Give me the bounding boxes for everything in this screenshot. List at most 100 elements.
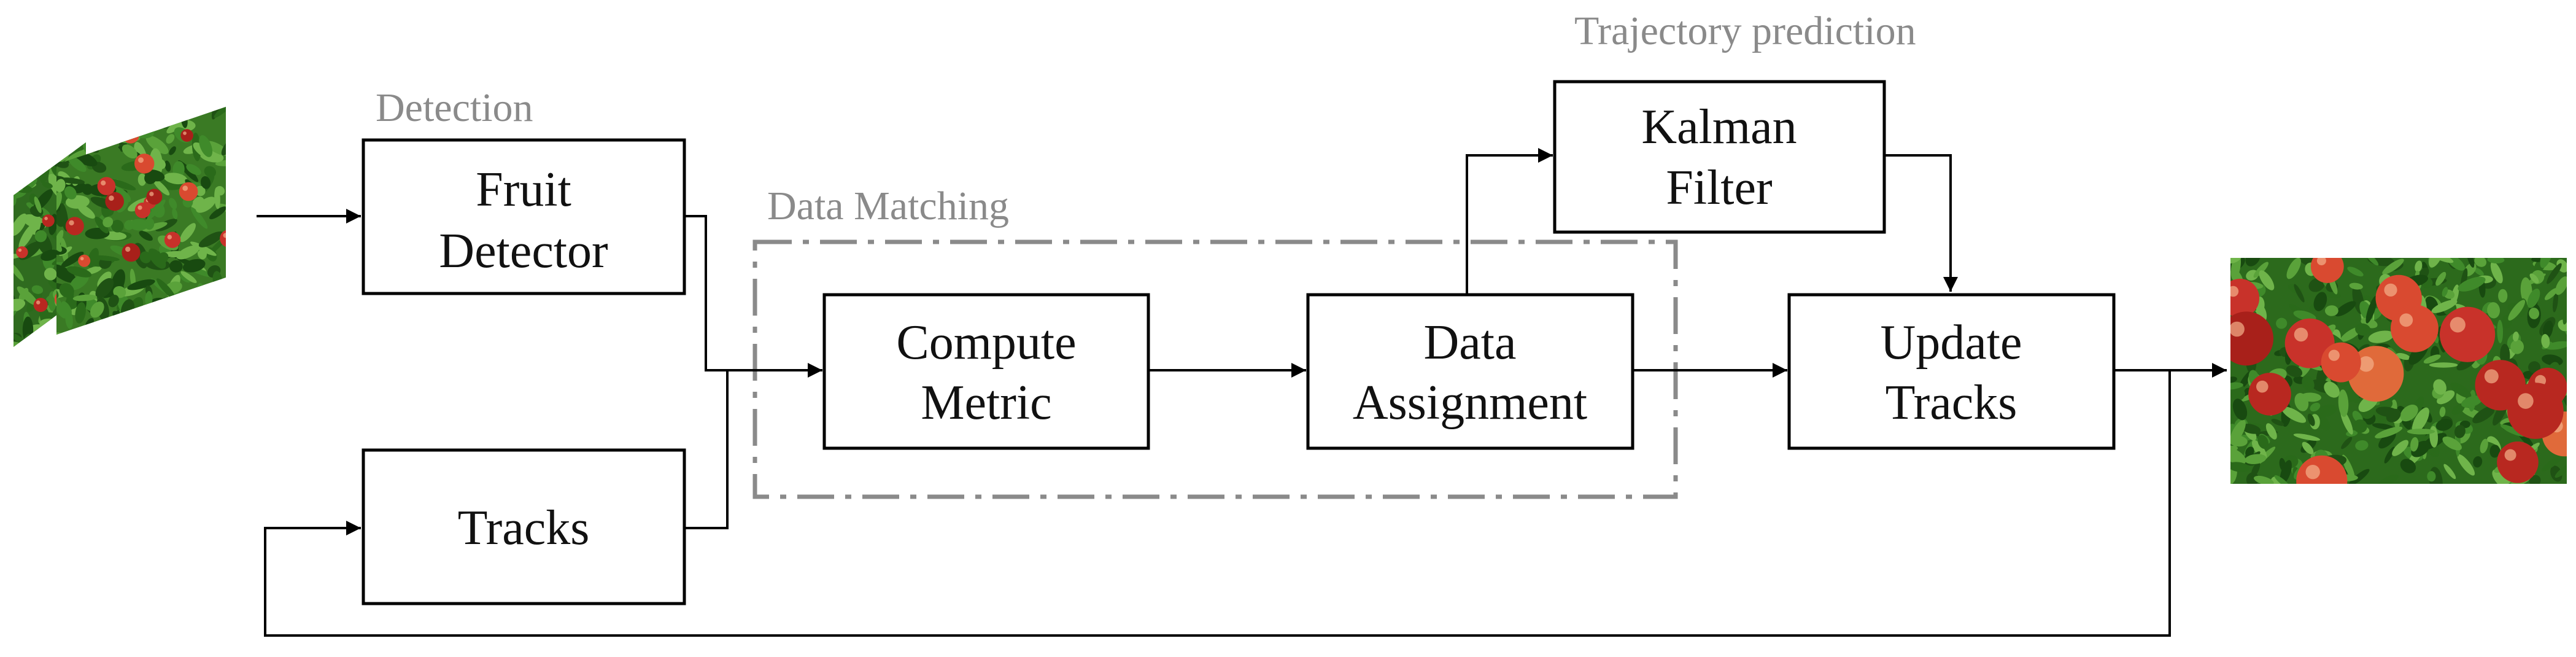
leaf-texture xyxy=(2433,379,2446,395)
leaf-texture xyxy=(147,332,163,335)
leaf-texture xyxy=(2251,440,2267,459)
leaf-texture xyxy=(2280,460,2292,484)
leaf-texture xyxy=(180,271,197,283)
leaf-texture xyxy=(2313,292,2327,311)
compute-metric-box: Compute Metric xyxy=(822,293,1150,450)
leaf-texture xyxy=(2410,437,2419,452)
leaf-texture xyxy=(2457,454,2475,476)
leaf-texture xyxy=(2230,462,2250,472)
leaf-texture xyxy=(2439,406,2446,418)
leaf-texture xyxy=(221,139,226,156)
leaf-texture xyxy=(64,186,77,200)
leaf-texture xyxy=(95,325,107,335)
leaf-texture xyxy=(2431,300,2458,313)
leaf-texture xyxy=(2435,419,2453,431)
leaf-texture xyxy=(2293,433,2321,441)
leaf-texture xyxy=(2259,270,2275,290)
leaf-texture xyxy=(169,198,177,209)
leaf-texture xyxy=(2368,330,2394,343)
leaf-texture xyxy=(130,107,137,122)
leaf-texture xyxy=(2324,381,2340,398)
leaf-texture xyxy=(14,161,15,169)
leaf-texture xyxy=(2423,354,2441,364)
leaf-texture xyxy=(2555,464,2567,478)
apple-highlight xyxy=(125,130,131,134)
leaf-texture xyxy=(156,322,177,335)
leaf-texture xyxy=(147,199,166,220)
leaf-texture xyxy=(2474,267,2484,276)
leaf-texture xyxy=(22,316,34,344)
leaf-texture xyxy=(2472,405,2496,424)
leaf-texture xyxy=(164,173,188,185)
leaf-texture xyxy=(193,321,206,335)
apple-highlight xyxy=(109,195,114,201)
leaf-texture xyxy=(82,142,86,155)
apple-highlight xyxy=(2399,313,2413,327)
leaf-texture xyxy=(14,171,21,189)
leaf-texture xyxy=(125,324,145,335)
leaf-texture xyxy=(201,176,211,189)
leaf-texture xyxy=(102,217,114,228)
leaf-texture xyxy=(144,309,158,318)
leaf-texture xyxy=(2286,365,2303,378)
leaf-texture xyxy=(2392,440,2409,456)
leaf-texture xyxy=(2365,295,2378,324)
apple-highlight xyxy=(2230,321,2245,337)
leaf-texture xyxy=(2415,260,2423,273)
leaf-texture xyxy=(206,304,212,331)
leaf-texture xyxy=(61,301,72,316)
leaf-texture xyxy=(155,313,167,320)
apple-shape xyxy=(122,243,141,262)
leaf-texture xyxy=(122,144,137,159)
leaf-texture xyxy=(2500,424,2525,437)
apple-highlight xyxy=(2316,258,2326,266)
leaf-texture xyxy=(209,206,226,220)
leaf-texture xyxy=(2508,300,2526,321)
apple-highlight xyxy=(2328,349,2340,361)
leaf-texture xyxy=(169,146,176,155)
leaf-texture xyxy=(2396,352,2411,360)
leaf-texture xyxy=(215,160,226,166)
leaf-texture xyxy=(2271,419,2284,426)
leaf-texture xyxy=(190,241,217,256)
apple-shape xyxy=(14,151,19,163)
leaf-texture xyxy=(111,220,124,233)
arrow-data-assignment-to-kalman-filter xyxy=(1466,148,1553,295)
leaf-texture xyxy=(44,268,57,281)
apple-highlight xyxy=(69,220,74,226)
leaf-texture xyxy=(172,295,196,309)
leaf-texture xyxy=(2230,448,2246,465)
leaf-texture xyxy=(80,122,93,136)
apple-highlight xyxy=(44,217,48,220)
leaf-texture xyxy=(166,134,175,144)
leaf-texture xyxy=(2230,376,2237,383)
apple-shape xyxy=(33,298,48,313)
leaf-texture xyxy=(2307,413,2315,426)
leaf-texture xyxy=(2529,273,2539,284)
leaf-texture xyxy=(2544,287,2558,300)
leaf-texture xyxy=(18,287,29,302)
leaf-texture xyxy=(129,219,149,231)
leaf-texture xyxy=(2231,388,2245,401)
leaf-texture xyxy=(2232,398,2248,421)
leaf-texture xyxy=(14,298,26,313)
svg-text:Detector: Detector xyxy=(439,224,608,278)
apple-shape xyxy=(2296,455,2348,484)
leaf-texture xyxy=(63,110,87,131)
leaf-texture xyxy=(2442,287,2448,297)
leaf-texture xyxy=(49,338,68,347)
leaf-texture xyxy=(2347,266,2364,277)
leaf-texture xyxy=(182,322,199,335)
leaf-texture xyxy=(123,334,144,335)
leaf-texture xyxy=(198,297,219,310)
leaf-texture xyxy=(14,142,29,152)
arrow-kalman-filter-to-update-tracks xyxy=(1884,154,1958,292)
leaf-texture xyxy=(2527,288,2540,308)
apple-shape xyxy=(2507,383,2564,439)
leaf-texture xyxy=(212,309,226,333)
leaf-texture xyxy=(2281,406,2307,423)
apple-highlight xyxy=(36,300,41,305)
leaf-texture xyxy=(2251,462,2261,478)
leaf-texture xyxy=(56,332,66,335)
leaf-texture xyxy=(2529,475,2541,484)
